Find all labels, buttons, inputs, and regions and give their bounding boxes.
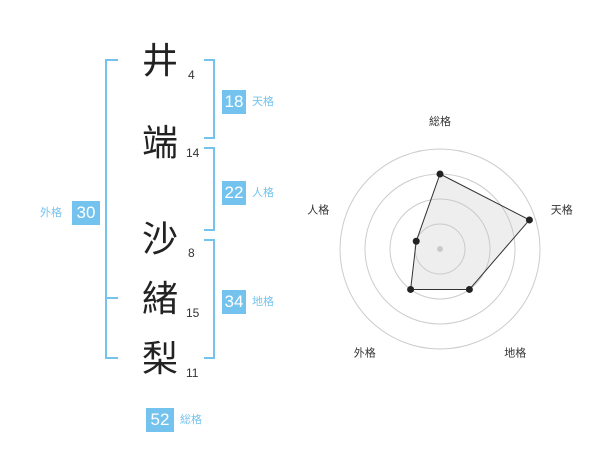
char-5: 梨 <box>141 339 178 380</box>
char-3: 沙 <box>141 219 178 260</box>
char-2: 端 <box>141 123 178 164</box>
char-4: 緒 <box>141 279 178 320</box>
radar-ring <box>389 198 491 300</box>
radar-point-2 <box>525 216 533 224</box>
radar-axis-label-4: 外格 <box>354 346 376 360</box>
stroke-count-5: 11 <box>186 366 199 380</box>
radar-ring <box>339 148 541 350</box>
radar-point-4 <box>407 285 415 293</box>
radar-axis-label-5: 人格 <box>307 202 329 216</box>
radar-shape <box>407 170 533 293</box>
radar-point-3 <box>465 285 473 293</box>
radar-center <box>437 246 443 252</box>
char-1: 井 <box>141 41 178 82</box>
radar-polygon <box>410 173 531 290</box>
soukaku-score: 52 <box>146 408 174 432</box>
chikaku-score: 34 <box>222 290 246 314</box>
radar-axis-label-3: 地格 <box>504 346 526 360</box>
jinkaku-label: 人格 <box>252 186 274 199</box>
chikaku-label: 地格 <box>252 295 274 308</box>
soukaku-label: 総格 <box>180 413 202 426</box>
jinkaku-score: 22 <box>222 181 246 205</box>
radar-point-5 <box>412 237 420 245</box>
radar-axis-label-2: 天格 <box>551 202 573 216</box>
radar-axis-label-1: 総格 <box>429 114 451 128</box>
stroke-count-2: 14 <box>186 146 200 160</box>
tenkaku-label: 天格 <box>252 95 274 108</box>
stroke-count-1: 4 <box>188 68 195 82</box>
stroke-count-3: 8 <box>188 246 195 260</box>
radar-point-1 <box>436 170 444 178</box>
gaikaku-label: 外格 <box>40 206 62 219</box>
tenkaku-score: 18 <box>222 90 246 114</box>
gaikaku-score: 30 <box>72 201 100 225</box>
stroke-count-4: 15 <box>186 306 200 320</box>
